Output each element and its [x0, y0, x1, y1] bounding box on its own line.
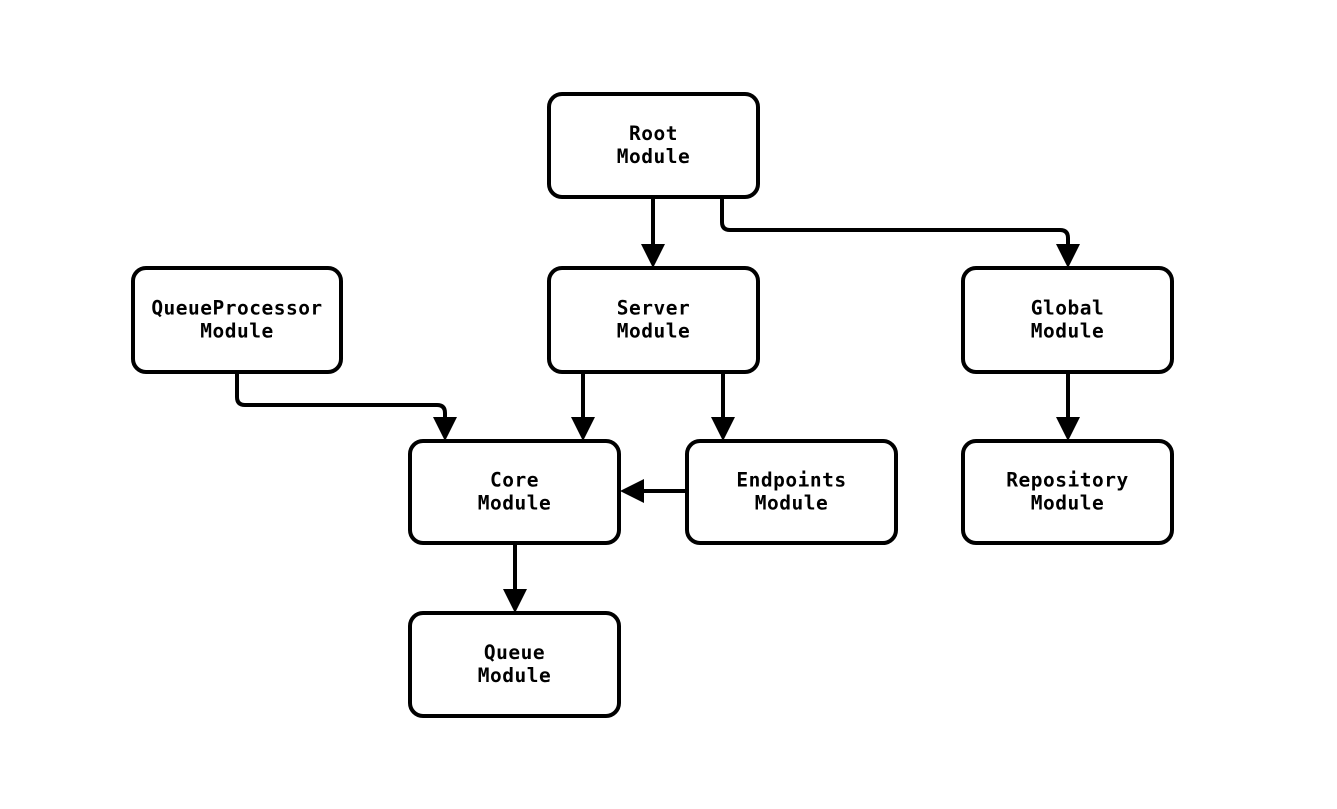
- node-label-line1-server: Server: [617, 297, 690, 320]
- node-label-line1-queueprocessor: QueueProcessor: [151, 297, 322, 320]
- edge-server-to-core: [571, 372, 595, 441]
- edge-core-to-queue: [503, 543, 527, 613]
- edge-root-to-global: [720, 197, 1080, 268]
- node-label-line2-repository: Module: [1031, 492, 1104, 515]
- nodes-layer: RootModuleQueueProcessorModuleServerModu…: [131, 92, 1174, 718]
- edge-queueprocessor-to-core: [235, 372, 457, 441]
- node-label-line2-core: Module: [478, 492, 551, 515]
- node-box-repository[interactable]: [961, 439, 1174, 545]
- node-label-line2-queue: Module: [478, 664, 551, 687]
- node-box-server[interactable]: [547, 266, 760, 374]
- node-box-global[interactable]: [961, 266, 1174, 374]
- edge-line: [235, 372, 447, 425]
- edge-global-to-repository: [1056, 372, 1080, 441]
- node-label-line1-global: Global: [1031, 297, 1104, 320]
- arrowhead-icon: [641, 244, 665, 268]
- node-label-line2-server: Module: [617, 320, 690, 343]
- arrowhead-icon: [571, 417, 595, 441]
- edge-endpoints-to-core: [620, 479, 687, 503]
- node-label-line1-repository: Repository: [1006, 469, 1128, 492]
- arrowhead-icon: [620, 479, 644, 503]
- node-box-queueprocessor[interactable]: [131, 266, 343, 374]
- node-box-core[interactable]: [408, 439, 621, 545]
- node-box-endpoints[interactable]: [685, 439, 898, 545]
- node-label-line1-queue: Queue: [484, 641, 545, 664]
- arrowhead-icon: [433, 417, 457, 441]
- node-label-line2-endpoints: Module: [755, 492, 828, 515]
- edges-layer: [235, 197, 1080, 613]
- node-box-queue[interactable]: [408, 611, 621, 718]
- edge-line: [720, 197, 1070, 252]
- node-label-line1-endpoints: Endpoints: [736, 469, 846, 492]
- node-label-line2-global: Module: [1031, 320, 1104, 343]
- node-label-line1-root: Root: [629, 122, 678, 145]
- node-label-line2-root: Module: [617, 145, 690, 168]
- arrowhead-icon: [711, 417, 735, 441]
- node-box-root[interactable]: [547, 92, 760, 199]
- arrowhead-icon: [503, 589, 527, 613]
- edge-server-to-endpoints: [711, 372, 735, 441]
- node-label-line2-queueprocessor: Module: [200, 320, 273, 343]
- node-label-line1-core: Core: [490, 469, 539, 492]
- arrowhead-icon: [1056, 417, 1080, 441]
- edge-root-to-server: [641, 197, 665, 268]
- arrowhead-icon: [1056, 244, 1080, 268]
